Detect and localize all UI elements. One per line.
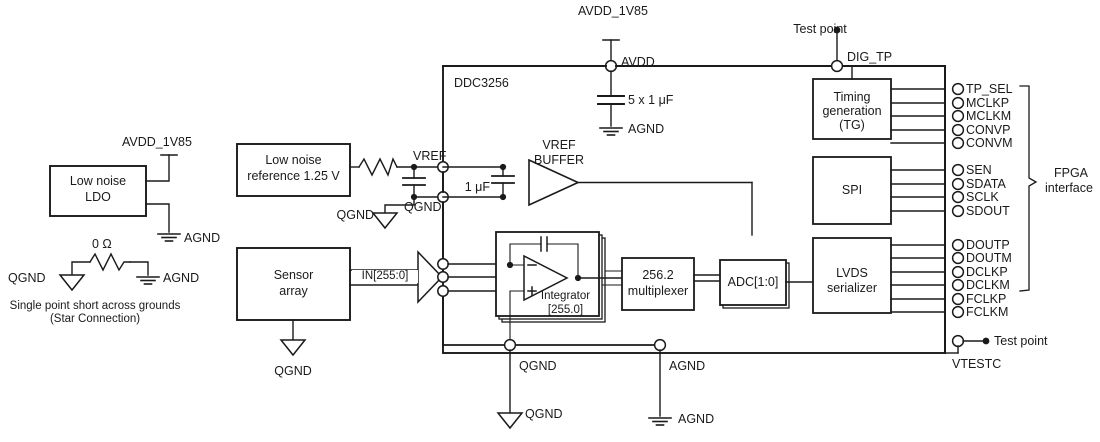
lvds-serializer-label-line1: LVDS — [836, 266, 868, 280]
pin-label-tp-sel: TP_SEL — [966, 82, 1013, 96]
timing-generation-label-line1: Timing — [833, 90, 871, 104]
vtestc-pin-label: VTESTC — [952, 357, 1002, 371]
avdd-cap-value-label: 5 x 1 μF — [628, 93, 674, 107]
ldo-block-shape — [49, 165, 147, 217]
pin-label-sdout: SDOUT — [966, 204, 1010, 218]
vref-pin-label: VREF — [413, 149, 447, 163]
qgnd-bottom-pin-label: QGND — [519, 359, 557, 373]
integrator-label-line1: Integrator — [540, 290, 591, 302]
qgnd-bottom-symbol-label: QGND — [525, 407, 563, 421]
agnd-avdd-cap-label: AGND — [628, 122, 665, 136]
lvds-serializer-block-shape — [812, 237, 892, 314]
fpga-interface-label-line2: interface — [1045, 181, 1093, 195]
timing-generation-label-line3: (TG) — [839, 118, 865, 132]
timing-generation-label-line2: generation — [822, 104, 882, 118]
star-connection-note-line2: (Star Connection) — [49, 313, 141, 325]
pin-label-doutp: DOUTP — [966, 238, 1010, 252]
reference-block-shape — [236, 143, 351, 197]
dig-tp-test-point-label: Test point — [793, 22, 847, 36]
avdd-1v85-rail-label: AVDD_1V85 — [578, 4, 648, 18]
agnd-bottom-symbol-label: AGND — [678, 412, 715, 426]
reference-block-label-line2: reference 1.25 V — [247, 169, 340, 183]
ldo-block-label-line2: LDO — [85, 190, 111, 204]
multiplexer-label-line1: 256.2 — [642, 268, 674, 282]
pin-label-dclkp: DCLKP — [966, 265, 1008, 279]
pin-label-mclkm: MCLKM — [966, 109, 1012, 123]
pin-label-sen: SEN — [966, 163, 992, 177]
pin-label-dclkm: DCLKM — [966, 278, 1010, 292]
qgnd-reference-cap-label: QGND — [336, 208, 375, 222]
sensor-array-block-shape — [236, 247, 351, 321]
adc-block-shape — [719, 259, 787, 306]
pin-label-fclkp: FCLKP — [966, 292, 1007, 306]
agnd-bottom-pin-label: AGND — [669, 359, 706, 373]
pin-label-sdata: SDATA — [966, 177, 1006, 191]
vtestc-test-point-label: Test point — [994, 334, 1048, 348]
lvds-serializer-label-line2: serializer — [826, 281, 877, 295]
pin-label-fclkm: FCLKM — [966, 305, 1009, 319]
ddc3256-chip-label: DDC3256 — [454, 76, 509, 90]
integrator-label-line2: [255.0] — [547, 304, 584, 316]
vref-buffer-shape — [528, 158, 580, 207]
vref-buffer-label-line1: VREF — [542, 138, 576, 152]
qgnd-pin-label: QGND — [404, 200, 442, 214]
vref-cap-value-label: 1 μF — [464, 180, 490, 194]
pin-label-convm: CONVM — [966, 136, 1013, 150]
pin-label-convp: CONVP — [966, 123, 1011, 137]
agnd-ldo-label: AGND — [184, 231, 221, 245]
spi-label: SPI — [841, 183, 863, 197]
multiplexer-block-shape — [621, 257, 695, 311]
multiplexer-label-line2: multiplexer — [627, 284, 689, 298]
star-connection-note-line1: Single point short across grounds — [9, 300, 181, 312]
dig-tp-pin-label: DIG_TP — [847, 50, 893, 64]
fpga-brace-shape — [1019, 85, 1038, 292]
vref-buffer-label-line2: BUFFER — [534, 153, 584, 167]
pin-label-sclk: SCLK — [966, 190, 999, 204]
fpga-interface-label-line1: FPGA — [1053, 166, 1089, 180]
resistor-value-label: 0 Ω — [92, 237, 112, 251]
adc-label: ADC[1:0] — [727, 275, 779, 289]
ldo-block-label-line1: Low noise — [69, 174, 127, 188]
spi-block-shape — [812, 156, 892, 225]
qgnd-sensor-array-label: QGND — [274, 364, 312, 378]
avdd-1v85-ldo-output-label: AVDD_1V85 — [122, 135, 192, 149]
avdd-pin-label: AVDD — [621, 55, 655, 69]
reference-block-label-line1: Low noise — [265, 153, 322, 167]
qgnd-resistor-left-label: QGND — [8, 271, 46, 285]
sensor-bus-label: IN[255:0] — [352, 270, 418, 284]
sensor-array-label-line1: Sensor — [273, 268, 314, 282]
pin-label-doutm: DOUTM — [966, 251, 1012, 265]
sensor-array-label-line2: array — [279, 284, 308, 298]
pin-label-mclkp: MCLKP — [966, 96, 1010, 110]
agnd-resistor-right-label: AGND — [163, 271, 200, 285]
